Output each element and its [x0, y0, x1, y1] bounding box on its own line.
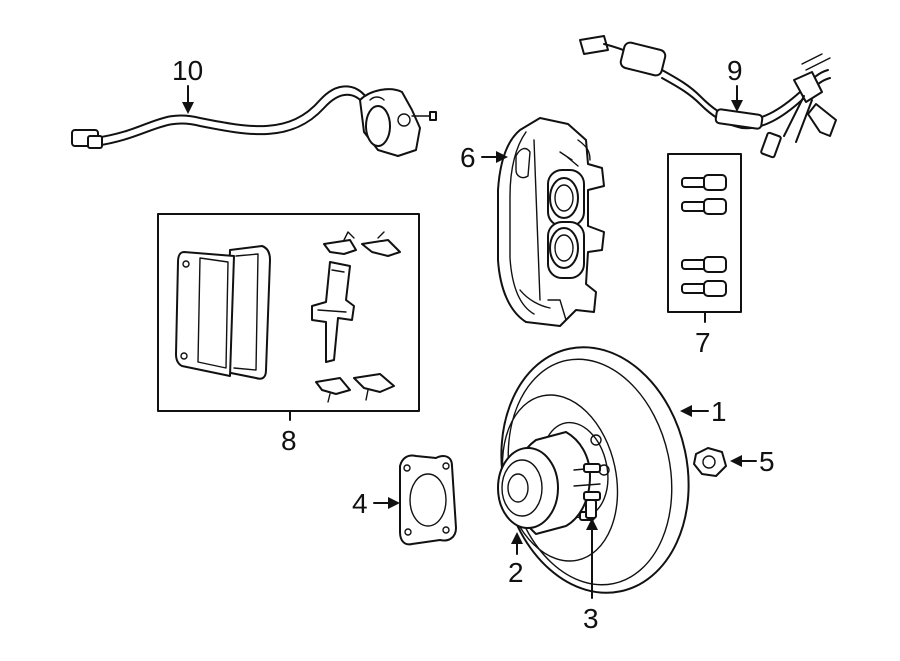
callout-3: 3 — [583, 603, 599, 634]
callout-7: 7 — [695, 327, 711, 358]
callout-10: 10 — [172, 55, 203, 86]
part-8-pad-kit — [157, 213, 420, 421]
part-4-gasket — [399, 454, 457, 546]
part-7-caliper-bolts — [667, 153, 742, 323]
callout-4: 4 — [352, 488, 368, 519]
callout-6: 6 — [460, 142, 476, 173]
part-3-wheel-stud — [585, 499, 597, 519]
part-9-speed-sensor-harness — [579, 35, 837, 159]
part-8-box — [157, 213, 420, 412]
callout-numbers: 10 9 6 7 8 1 5 4 2 3 — [172, 55, 775, 634]
callout-5: 5 — [759, 446, 775, 477]
part-10-speed-sensor-harness — [71, 85, 437, 157]
leader-lines — [182, 85, 757, 599]
callout-1: 1 — [711, 396, 727, 427]
part-6-brake-caliper — [497, 117, 605, 327]
part-2-hub-bearing — [497, 431, 601, 535]
callout-2: 2 — [508, 557, 524, 588]
callout-8: 8 — [281, 425, 297, 456]
part-5-lug-nut — [693, 447, 727, 477]
callout-9: 9 — [727, 55, 743, 86]
